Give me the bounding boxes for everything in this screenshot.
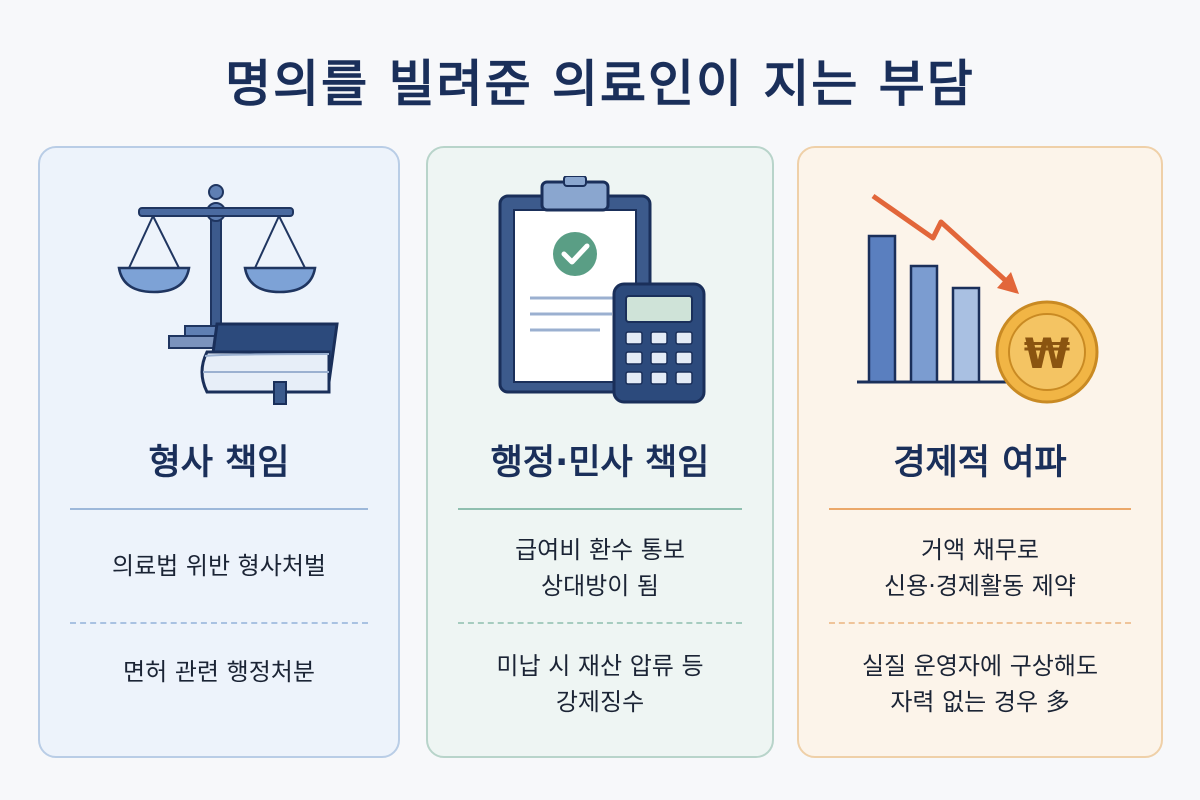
clipboard-and-calculator-icon [428, 176, 772, 426]
divider [70, 508, 368, 510]
dashed-divider [458, 622, 742, 624]
card-item: 면허 관련 행정처분 [123, 658, 315, 686]
criminal-liability-card: 형사 책임 의료법 위반 형사처벌 면허 관련 행정처분 [38, 146, 400, 758]
card-item: 의료법 위반 형사처벌 [112, 552, 326, 580]
card-title: 경제적 여파 [893, 443, 1067, 483]
divider [829, 508, 1131, 510]
dashed-divider [829, 622, 1131, 624]
card-title: 행정·민사 책임 [490, 443, 710, 483]
dashed-divider [70, 622, 368, 624]
scales-and-law-book-icon [40, 176, 398, 426]
page-title: 명의를 빌려준 의료인이 지는 부담 [225, 55, 975, 113]
won-symbol: ₩ [1024, 329, 1070, 378]
declining-chart-won-coin-icon: ₩ [799, 176, 1161, 426]
divider [458, 508, 742, 510]
card-title: 형사 책임 [148, 443, 290, 483]
